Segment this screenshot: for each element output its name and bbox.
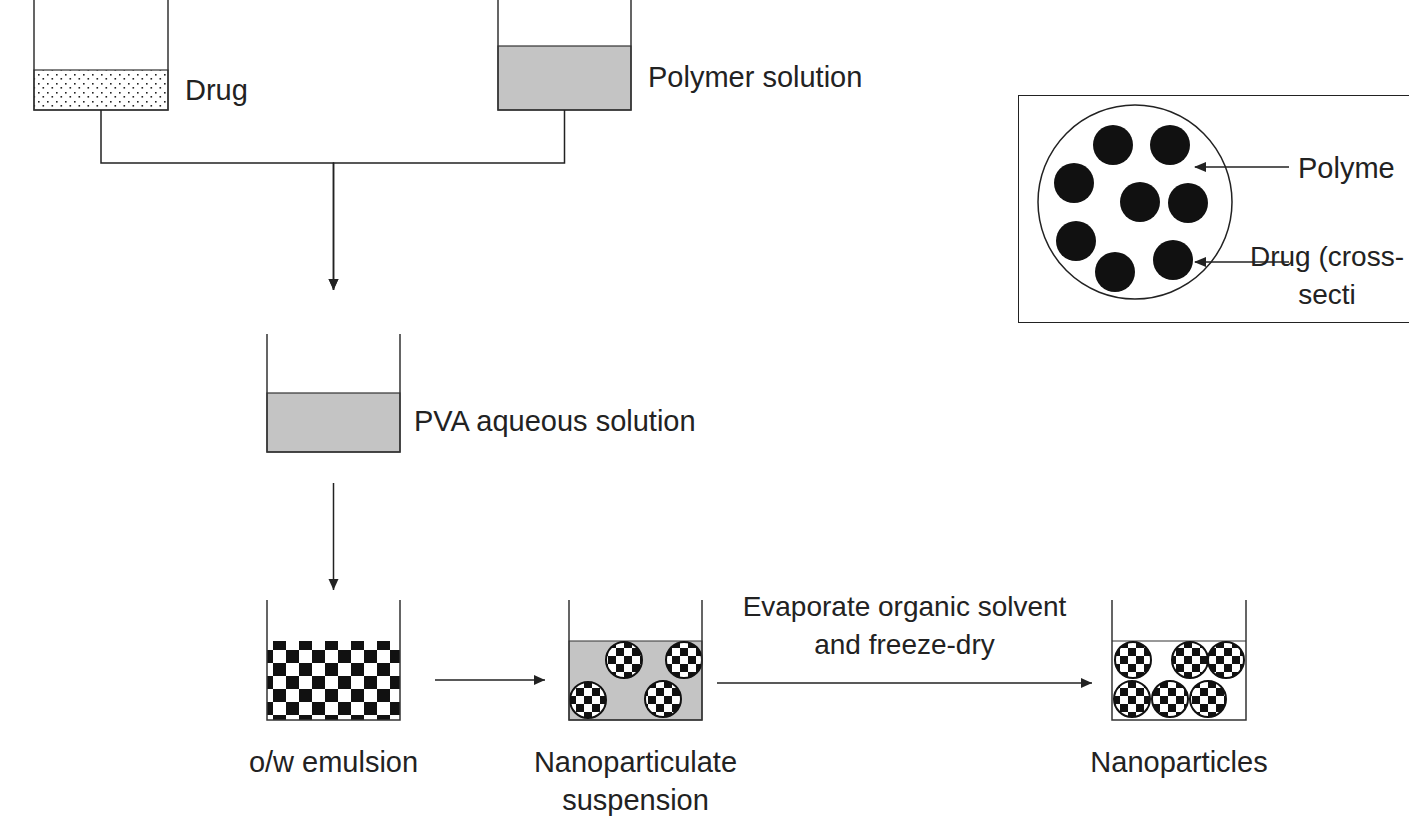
cross-section-box: PolymeDrug (cross-secti bbox=[1018, 95, 1409, 323]
process-arrow bbox=[101, 110, 334, 290]
nanoparticles-beaker-node: Nanoparticles bbox=[1112, 600, 1246, 720]
node-label: Nanoparticulate suspension bbox=[499, 743, 772, 819]
drug-beaker-node: Drug bbox=[34, 0, 168, 110]
emulsion-beaker bbox=[267, 600, 400, 720]
suspension-beaker-node: Nanoparticulate suspension bbox=[569, 600, 702, 720]
process-arrow bbox=[717, 682, 1092, 684]
node-label: Drug bbox=[185, 71, 305, 109]
suspension-beaker bbox=[569, 600, 702, 720]
emulsion-beaker-node: o/w emulsion bbox=[267, 600, 400, 720]
node-label: Drug (cross-secti bbox=[1239, 238, 1409, 314]
drug-beaker bbox=[34, 0, 168, 110]
process-arrow bbox=[333, 483, 335, 590]
polymer-beaker-node: Polymer solution bbox=[498, 0, 631, 110]
nanoparticle-beaker bbox=[1112, 600, 1246, 720]
node-label: PVA aqueous solution bbox=[414, 402, 774, 440]
process-arrow bbox=[435, 679, 545, 681]
step-label: Evaporate organic solvent and freeze-dry bbox=[740, 588, 1070, 664]
pva-beaker bbox=[267, 334, 400, 452]
node-label: Polymer solution bbox=[648, 58, 928, 96]
node-label: Nanoparticles bbox=[1052, 743, 1306, 781]
polymer-beaker bbox=[498, 0, 631, 110]
process-arrow bbox=[334, 110, 565, 290]
node-label: Polyme bbox=[1298, 149, 1409, 187]
pva-beaker-node: PVA aqueous solution bbox=[267, 334, 400, 452]
node-label: o/w emulsion bbox=[207, 743, 460, 781]
leader-line bbox=[1195, 166, 1289, 168]
